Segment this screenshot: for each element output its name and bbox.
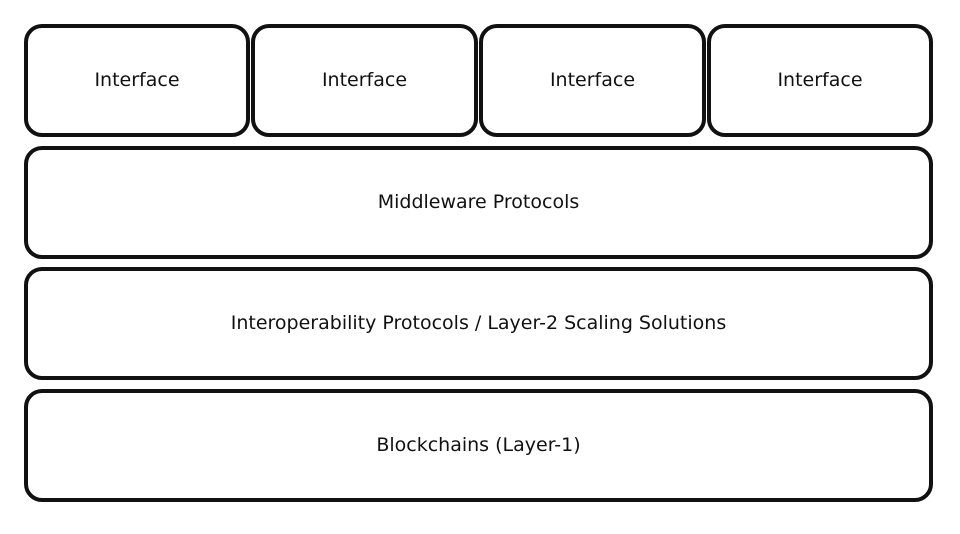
middleware-layer-label: Middleware Protocols xyxy=(377,191,580,213)
interface-label: Interface xyxy=(321,69,408,91)
interface-box: Interface xyxy=(707,24,933,137)
middleware-layer-box: Middleware Protocols xyxy=(24,146,933,259)
interoperability-layer-label: Interoperability Protocols / Layer-2 Sca… xyxy=(230,312,727,334)
interface-box: Interface xyxy=(24,24,250,137)
interface-label: Interface xyxy=(94,69,180,91)
interface-label: Interface xyxy=(549,69,636,91)
interface-box: Interface xyxy=(479,24,706,137)
interface-label: Interface xyxy=(777,69,863,91)
interface-box: Interface xyxy=(251,24,478,137)
interoperability-layer-box: Interoperability Protocols / Layer-2 Sca… xyxy=(24,267,933,380)
blockchain-layer-label: Blockchains (Layer-1) xyxy=(376,434,581,456)
blockchain-layer-box: Blockchains (Layer-1) xyxy=(24,389,933,502)
